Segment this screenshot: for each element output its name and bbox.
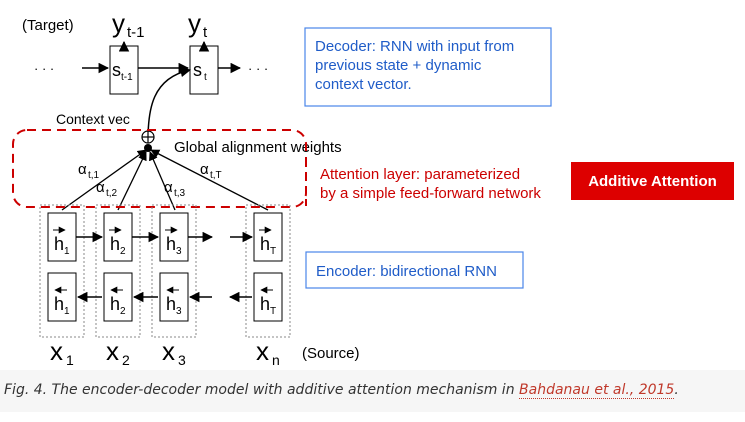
encoder-column-3	[151, 204, 197, 338]
svg-text:2: 2	[120, 246, 126, 257]
weight-arrow-2	[117, 151, 147, 211]
h-forward-2-label: h 2	[109, 226, 126, 257]
h-backward-T-label: h T	[260, 286, 276, 317]
backward-cell-T	[253, 272, 283, 322]
svg-text:h: h	[110, 234, 120, 254]
svg-text:α: α	[164, 179, 173, 196]
citation-link[interactable]: Bahdanau et al., 2015	[519, 382, 675, 399]
backward-cell-2	[103, 272, 133, 322]
svg-text:y: y	[112, 8, 125, 38]
svg-text:2: 2	[122, 352, 130, 368]
encoder-column-T	[245, 204, 291, 338]
svg-text:t,2: t,2	[106, 188, 118, 199]
svg-text:x: x	[50, 336, 63, 366]
svg-text:x: x	[256, 336, 269, 366]
forward-cell-T	[253, 212, 283, 262]
svg-text:x: x	[106, 336, 119, 366]
encoder-description: Encoder: bidirectional RNN	[316, 263, 497, 280]
svg-text:t,3: t,3	[174, 188, 186, 199]
svg-text:t: t	[204, 72, 207, 83]
svg-text:1: 1	[66, 352, 74, 368]
additive-attention-badge	[571, 162, 734, 200]
alpha-t1-label: α t,1	[78, 161, 100, 181]
svg-text:h: h	[166, 234, 176, 254]
alpha-tT-label: α t,T	[200, 161, 222, 181]
diagram-canvas: (Target) y t-1 y t · · · s t-1 s t · · ·…	[12, 8, 734, 368]
decoder-cell-s-prev	[109, 45, 139, 95]
context-vec-label: Context vec	[56, 111, 130, 127]
alpha-t3-label: α t,3	[164, 179, 186, 199]
svg-text:h: h	[260, 234, 270, 254]
svg-text:3: 3	[176, 306, 182, 317]
y-prev-label: y t-1	[112, 8, 145, 41]
svg-text:t: t	[203, 24, 208, 41]
svg-text:t-1: t-1	[121, 72, 133, 83]
global-alignment-label: Global alignment weights	[174, 139, 342, 156]
encoder-column-2	[95, 204, 141, 338]
weight-arrow-1	[61, 149, 147, 211]
svg-text:α: α	[200, 161, 209, 178]
x1-label: x 1	[50, 336, 74, 368]
xn-label: x n	[256, 336, 280, 368]
decoder-description-line3: context vector.	[315, 76, 412, 93]
attention-description-line1: Attention layer: parameterized	[320, 166, 520, 183]
figure-caption: Fig. 4. The encoder-decoder model with a…	[4, 382, 679, 399]
weight-arrow-3	[149, 151, 176, 211]
svg-text:3: 3	[178, 352, 186, 368]
svg-text:y: y	[188, 8, 201, 38]
svg-text:1: 1	[64, 246, 70, 257]
svg-text:s: s	[112, 60, 121, 80]
svg-text:h: h	[110, 294, 120, 314]
svg-text:T: T	[270, 306, 276, 317]
dots-right: · · ·	[248, 61, 268, 76]
svg-text:h: h	[54, 234, 64, 254]
x2-label: x 2	[106, 336, 130, 368]
svg-text:n: n	[272, 352, 280, 368]
svg-text:s: s	[193, 60, 202, 80]
caption-suffix: .	[674, 382, 679, 398]
h-backward-2-label: h 2	[110, 286, 126, 317]
svg-text:t-1: t-1	[127, 24, 145, 41]
svg-text:h: h	[54, 294, 64, 314]
svg-text:α: α	[78, 161, 87, 178]
decoder-description-line2: previous state + dynamic	[315, 57, 482, 74]
weight-arrow-T	[150, 149, 269, 211]
caption-bar	[0, 370, 745, 412]
h-backward-1-label: h 1	[54, 286, 70, 317]
alpha-t2-label: α t,2	[96, 179, 118, 199]
caption-prefix: Fig. 4. The encoder-decoder model with a…	[4, 382, 520, 398]
backward-cell-3	[159, 272, 189, 322]
forward-cell-1	[47, 212, 77, 262]
forward-cell-3	[159, 212, 189, 262]
x3-label: x 3	[162, 336, 186, 368]
dots-left: · · ·	[34, 61, 54, 76]
decoder-description-box	[304, 27, 552, 107]
s-cur-label: s t	[193, 60, 207, 83]
additive-attention-badge-label: Additive Attention	[588, 173, 717, 190]
h-backward-3-label: h 3	[166, 286, 182, 317]
svg-text:α: α	[96, 179, 105, 196]
target-label: (Target)	[22, 17, 74, 34]
decoder-description-line1: Decoder: RNN with input from	[315, 38, 514, 55]
encoder-column-1	[39, 204, 85, 338]
svg-text:3: 3	[176, 246, 182, 257]
backward-cell-1	[47, 272, 77, 322]
svg-text:1: 1	[64, 306, 70, 317]
svg-text:2: 2	[120, 306, 126, 317]
source-label: (Source)	[302, 345, 360, 362]
svg-text:t,1: t,1	[88, 170, 100, 181]
svg-text:x: x	[162, 336, 175, 366]
y-cur-label: y t	[188, 8, 208, 41]
attention-description-line2: by a simple feed-forward network	[320, 185, 541, 202]
svg-text:t,T: t,T	[210, 170, 222, 181]
h-forward-3-label: h 3	[165, 226, 182, 257]
svg-text:h: h	[166, 294, 176, 314]
svg-text:h: h	[260, 294, 270, 314]
h-forward-T-label: h T	[259, 226, 276, 257]
svg-text:T: T	[270, 246, 276, 257]
encoder-description-box	[305, 251, 524, 289]
h-forward-1-label: h 1	[53, 226, 70, 257]
s-prev-label: s t-1	[112, 60, 133, 83]
